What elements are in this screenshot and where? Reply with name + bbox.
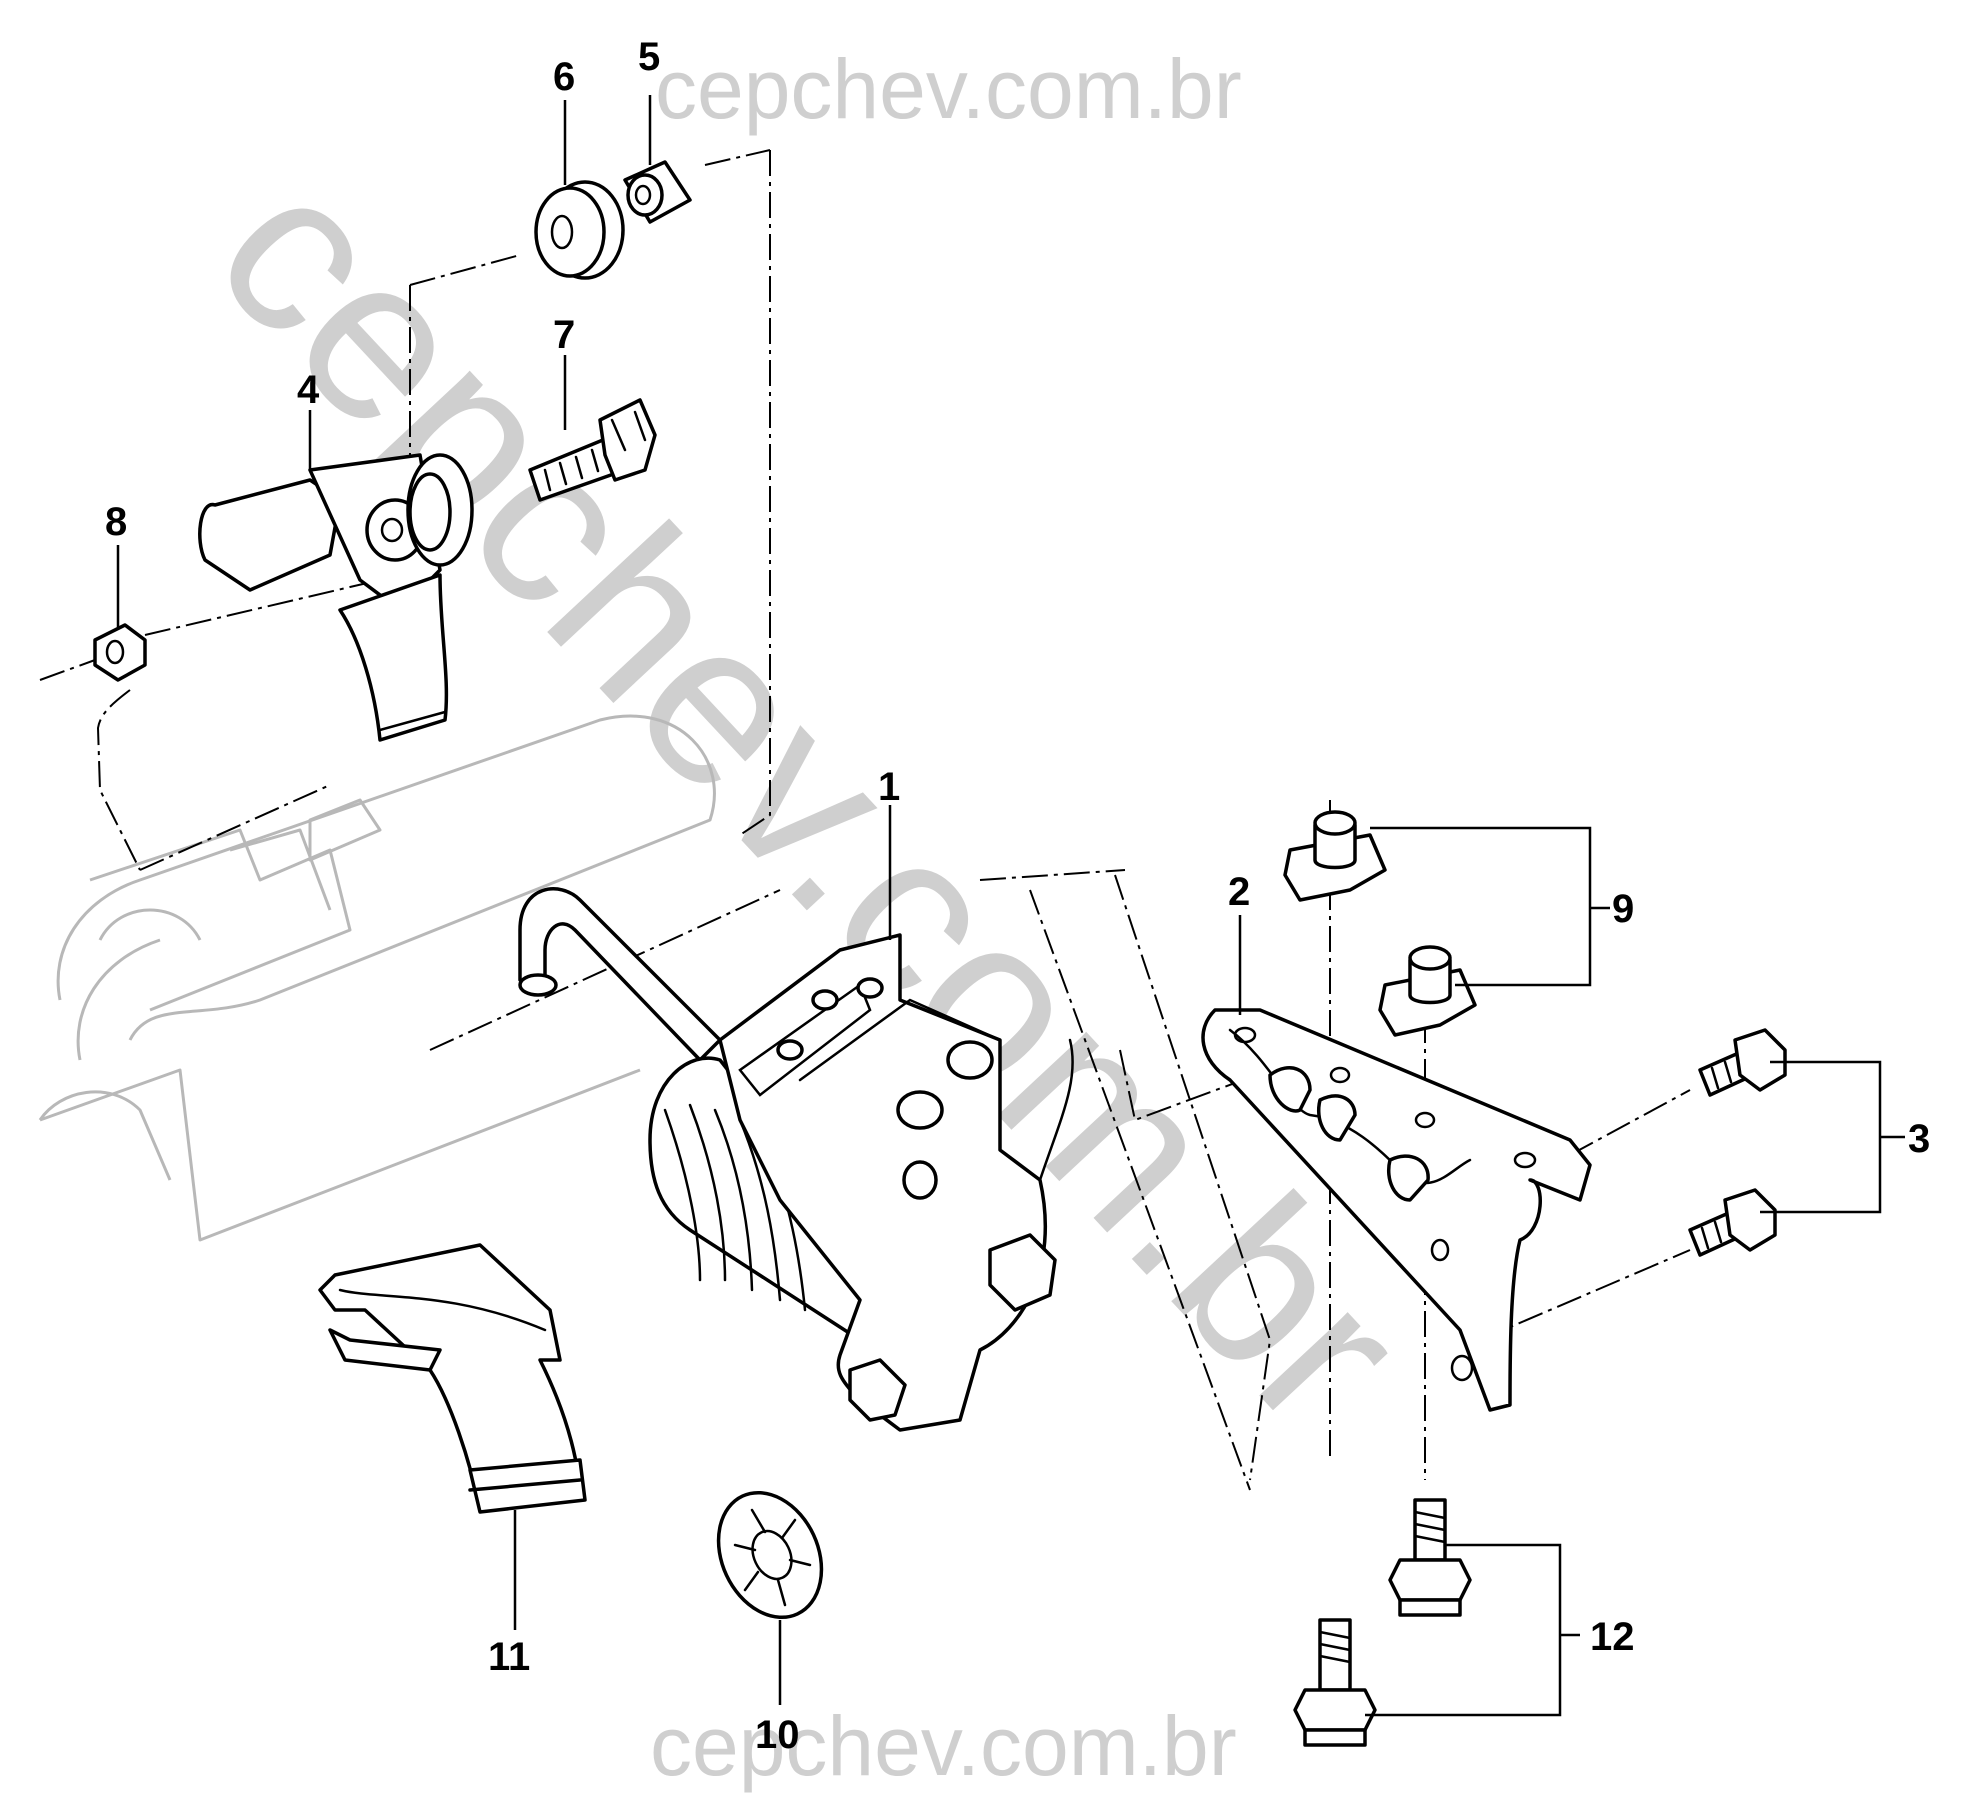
callout-11: 11 [488, 1635, 530, 1679]
part-3-lower-screw [1688, 1188, 1777, 1257]
part-10-washer [716, 1490, 824, 1620]
watermark-bottom: cepchev.com.br [650, 1699, 1237, 1793]
callout-12: 12 [1590, 1615, 1635, 1659]
part-9-lower-nut [1378, 945, 1477, 1037]
part-11-clip [318, 1243, 587, 1514]
part-5-bushing [623, 160, 692, 224]
part-2-bracket [1201, 1008, 1592, 1412]
part-1-lock-assembly [518, 887, 1074, 1432]
callout-9: 9 [1612, 887, 1634, 931]
callout-5: 5 [638, 35, 660, 79]
leader-9 [1370, 826, 1610, 987]
part-6-grommet [534, 180, 625, 280]
steering-column-outline [38, 714, 716, 1242]
part-7-bolt [528, 398, 657, 502]
assembly-axis-lines [39, 149, 1691, 1491]
part-12-lower-bolt [1293, 1618, 1377, 1747]
callout-labels: 1 2 3 4 5 6 7 8 9 10 11 12 [105, 35, 1930, 1757]
callout-2: 2 [1228, 870, 1250, 914]
callout-7: 7 [553, 313, 575, 357]
leader-12 [1365, 1543, 1580, 1717]
callout-1: 1 [878, 765, 900, 809]
callout-10: 10 [755, 1713, 800, 1757]
part-9-upper-nut [1283, 810, 1387, 902]
part-3-upper-screw [1698, 1028, 1787, 1097]
watermark-top: cepchev.com.br [655, 42, 1242, 136]
leader-lines [116, 95, 1905, 1717]
part-8-nut [93, 623, 147, 682]
callout-6: 6 [553, 55, 575, 99]
callout-3: 3 [1908, 1117, 1930, 1161]
leader-3 [1760, 1060, 1905, 1214]
part-4-clamp [198, 453, 474, 742]
callout-8: 8 [105, 500, 127, 544]
part-12-upper-bolt [1388, 1498, 1472, 1617]
callout-4: 4 [297, 368, 320, 412]
